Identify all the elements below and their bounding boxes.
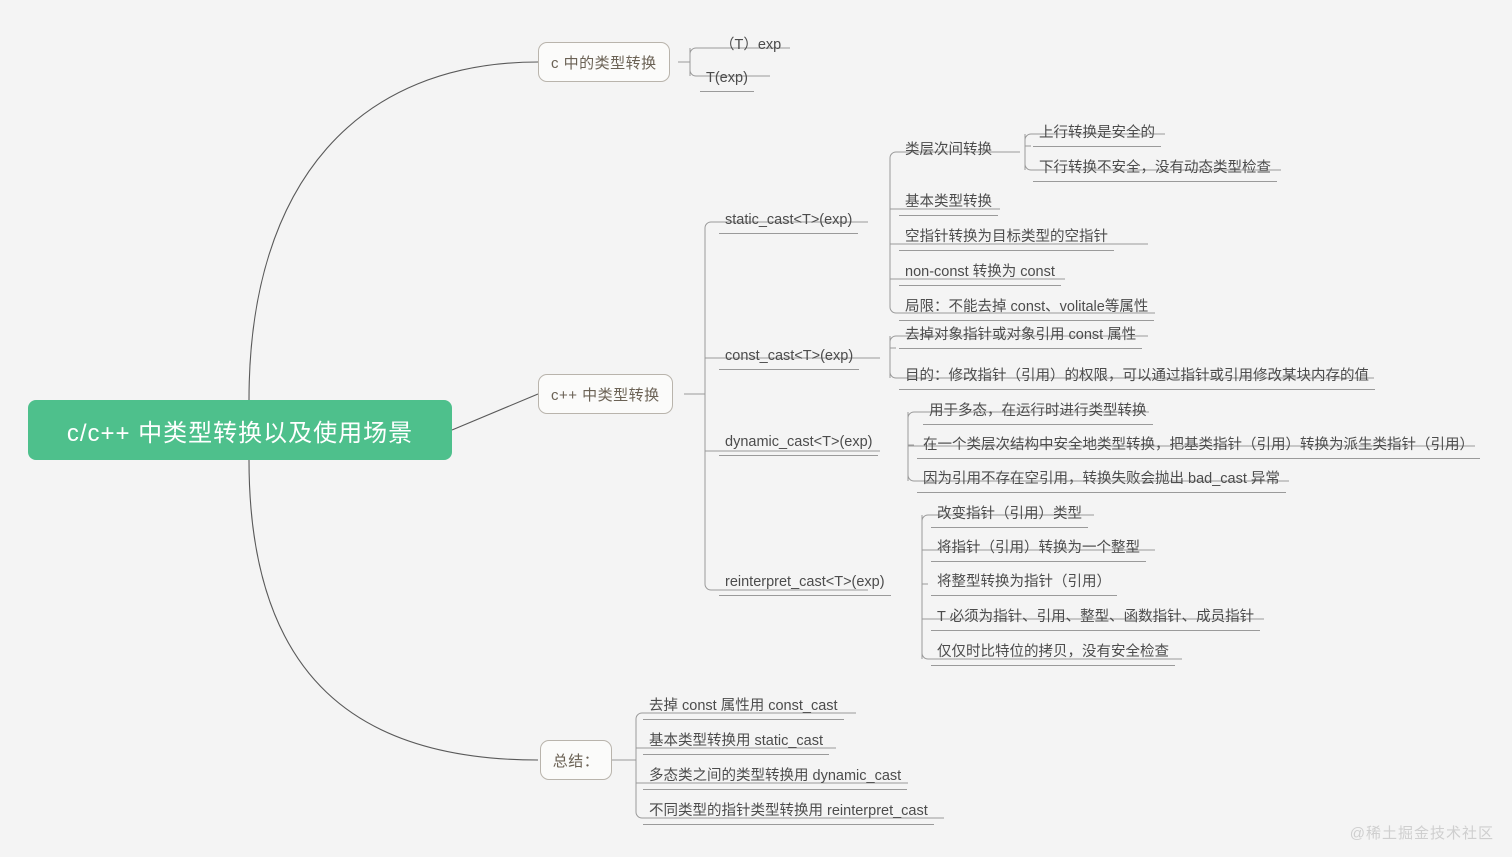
leaf-static-hierarchy-down[interactable]: 下行转换不安全，没有动态类型检查: [1033, 158, 1277, 182]
leaf-c-child-1[interactable]: T(exp): [700, 68, 754, 92]
node-c-type-conversion[interactable]: c 中的类型转换: [538, 42, 670, 82]
leaf-reinterpret-int-to-ptr[interactable]: 将整型转换为指针（引用）: [931, 572, 1117, 596]
leaf-static-limit[interactable]: 局限：不能去掉 const、volitale等属性: [899, 297, 1155, 321]
leaf-summary-dynamic-cast[interactable]: 多态类之间的类型转换用 dynamic_cast: [643, 766, 908, 790]
leaf-dynamic-cast[interactable]: dynamic_cast<T>(exp): [719, 432, 879, 456]
leaf-reinterpret-cast[interactable]: reinterpret_cast<T>(exp): [719, 572, 891, 596]
leaf-dynamic-hierarchy[interactable]: 在一个类层次结构中安全地类型转换，把基类指针（引用）转换为派生类指针（引用）: [917, 435, 1480, 459]
leaf-static-nonconst[interactable]: non-const 转换为 const: [899, 262, 1061, 286]
leaf-static-nullptr[interactable]: 空指针转换为目标类型的空指针: [899, 227, 1114, 251]
leaf-reinterpret-change[interactable]: 改变指针（引用）类型: [931, 504, 1088, 528]
wire-root-to-summary: [248, 459, 539, 761]
leaf-static-cast[interactable]: static_cast<T>(exp): [719, 210, 859, 234]
node-cpp-type-conversion[interactable]: c++ 中类型转换: [538, 374, 673, 414]
leaf-dynamic-badcast[interactable]: 因为引用不存在空引用，转换失败会抛出 bad_cast 异常: [917, 469, 1286, 493]
leaf-const-cast[interactable]: const_cast<T>(exp): [719, 346, 860, 370]
leaf-const-remove-attr[interactable]: 去掉对象指针或对象引用 const 属性: [899, 325, 1143, 349]
leaf-const-purpose[interactable]: 目的：修改指针（引用）的权限，可以通过指针或引用修改某块内存的值: [899, 366, 1375, 390]
watermark: @稀土掘金技术社区: [1349, 825, 1494, 842]
leaf-reinterpret-ptr-to-int[interactable]: 将指针（引用）转换为一个整型: [931, 538, 1146, 562]
leaf-static-hierarchy-up[interactable]: 上行转换是安全的: [1033, 123, 1161, 147]
leaf-static-hierarchy[interactable]: 类层次间转换: [905, 142, 992, 158]
wire-root-to-c: [248, 61, 539, 401]
wire-root-to-cpp: [451, 393, 539, 431]
leaf-static-basic[interactable]: 基本类型转换: [899, 192, 998, 216]
leaf-reinterpret-bitcopy[interactable]: 仅仅时比特位的拷贝，没有安全检查: [931, 642, 1175, 666]
node-c-type-conversion-label: c 中的类型转换: [551, 54, 657, 72]
node-summary-label: 总结：: [552, 752, 600, 770]
root-node[interactable]: c/c++ 中类型转换以及使用场景: [28, 400, 452, 460]
leaf-c-child-0[interactable]: （T）exp: [720, 37, 782, 53]
leaf-summary-const-cast[interactable]: 去掉 const 属性用 const_cast: [643, 696, 844, 720]
wire-cpp-spine: [704, 221, 868, 591]
node-summary[interactable]: 总结：: [540, 740, 612, 780]
node-cpp-type-conversion-label: c++ 中类型转换: [551, 386, 660, 404]
leaf-dynamic-polymorphism[interactable]: 用于多态，在运行时进行类型转换: [923, 401, 1153, 425]
leaf-summary-static-cast[interactable]: 基本类型转换用 static_cast: [643, 731, 830, 755]
leaf-summary-reinterpret-cast[interactable]: 不同类型的指针类型转换用 reinterpret_cast: [643, 801, 934, 825]
leaf-reinterpret-t-must-be[interactable]: T 必须为指针、引用、整型、函数指针、成员指针: [931, 607, 1261, 631]
root-label: c/c++ 中类型转换以及使用场景: [66, 419, 414, 447]
